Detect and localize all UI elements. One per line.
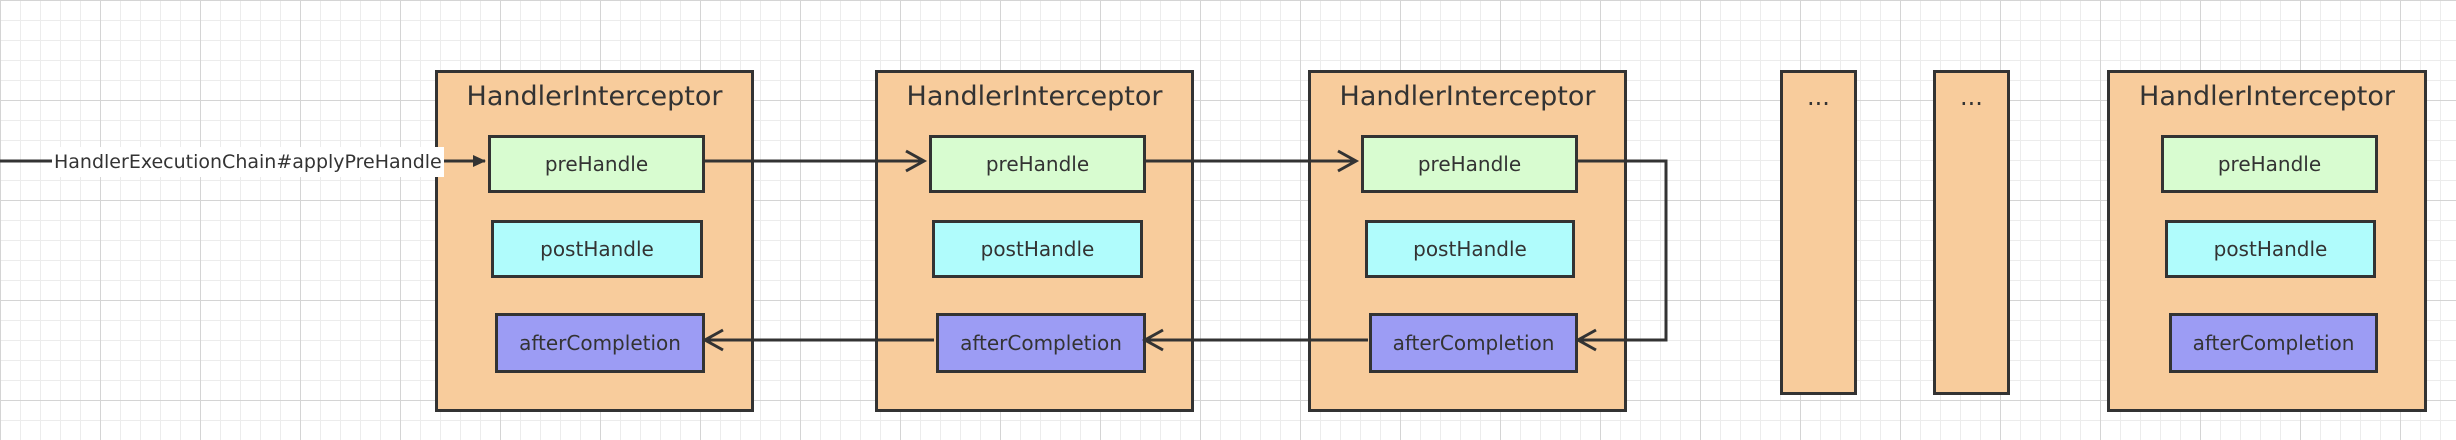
pre-handle-box[interactable]: preHandle	[1361, 135, 1578, 193]
ellipsis-text: ...	[1807, 83, 1830, 111]
interceptor-title: HandlerInterceptor	[466, 81, 723, 112]
ellipsis-box-1: ...	[1780, 70, 1857, 395]
after-completion-box[interactable]: afterCompletion	[936, 313, 1146, 373]
interceptor-title: HandlerInterceptor	[1339, 81, 1596, 112]
handler-interceptor-1[interactable]: HandlerInterceptor preHandle postHandle …	[435, 70, 754, 412]
post-handle-box[interactable]: postHandle	[932, 220, 1143, 278]
interceptor-title: HandlerInterceptor	[2139, 81, 2395, 112]
post-handle-box[interactable]: postHandle	[2165, 220, 2376, 278]
pre-handle-box[interactable]: preHandle	[2161, 135, 2378, 193]
pre-handle-box[interactable]: preHandle	[488, 135, 705, 193]
handler-interceptor-2[interactable]: HandlerInterceptor preHandle postHandle …	[875, 70, 1194, 412]
after-completion-box[interactable]: afterCompletion	[495, 313, 705, 373]
handler-interceptor-4[interactable]: HandlerInterceptor preHandle postHandle …	[2107, 70, 2427, 412]
pre-handle-box[interactable]: preHandle	[929, 135, 1146, 193]
post-handle-box[interactable]: postHandle	[1365, 220, 1575, 278]
entry-label: HandlerExecutionChain#applyPreHandle	[52, 147, 444, 177]
after-completion-box[interactable]: afterCompletion	[2169, 313, 2378, 373]
turnaround-arrow	[1574, 159, 1668, 352]
post-handle-box[interactable]: postHandle	[491, 220, 703, 278]
interceptor-title: HandlerInterceptor	[906, 81, 1163, 112]
handler-interceptor-3[interactable]: HandlerInterceptor preHandle postHandle …	[1308, 70, 1627, 412]
ellipsis-box-2: ...	[1933, 70, 2010, 395]
ellipsis-text: ...	[1960, 83, 1983, 111]
